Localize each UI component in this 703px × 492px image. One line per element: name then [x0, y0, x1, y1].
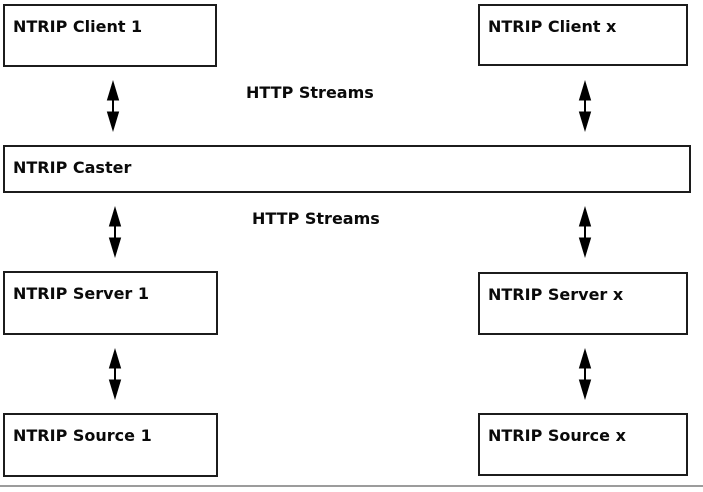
bottom-divider-line	[0, 485, 703, 487]
bidirectional-arrow-caster-serverx	[578, 206, 592, 258]
node-ntrip-server-1: NTRIP Server 1	[3, 271, 218, 335]
node-ntrip-source-1: NTRIP Source 1	[3, 413, 218, 477]
bidirectional-arrow-caster-server1	[108, 206, 122, 258]
node-ntrip-server-x-label: NTRIP Server x	[488, 285, 624, 304]
bidirectional-arrow-serverx-sourcex	[578, 348, 592, 400]
node-ntrip-client-1: NTRIP Client 1	[3, 4, 217, 67]
http-streams-label-top: HTTP Streams	[246, 83, 374, 102]
node-ntrip-caster-label: NTRIP Caster	[13, 158, 132, 177]
bidirectional-arrow-client1-caster	[106, 80, 120, 132]
http-streams-label-bottom: HTTP Streams	[252, 209, 380, 228]
node-ntrip-server-x: NTRIP Server x	[478, 272, 688, 335]
node-ntrip-caster: NTRIP Caster	[3, 145, 691, 193]
node-ntrip-source-x-label: NTRIP Source x	[488, 426, 626, 445]
bidirectional-arrow-clientx-caster	[578, 80, 592, 132]
node-ntrip-server-1-label: NTRIP Server 1	[13, 284, 150, 303]
node-ntrip-source-1-label: NTRIP Source 1	[13, 426, 152, 445]
node-ntrip-client-x: NTRIP Client x	[478, 4, 688, 66]
node-ntrip-client-1-label: NTRIP Client 1	[13, 17, 143, 36]
node-ntrip-client-x-label: NTRIP Client x	[488, 17, 617, 36]
node-ntrip-source-x: NTRIP Source x	[478, 413, 688, 476]
bidirectional-arrow-server1-source1	[108, 348, 122, 400]
